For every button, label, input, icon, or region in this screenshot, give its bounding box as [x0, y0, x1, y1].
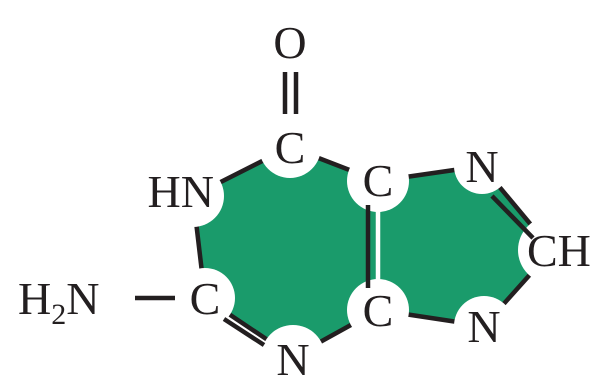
atom-hn: HN — [148, 166, 214, 217]
atom-h2n: H2N — [18, 273, 99, 331]
atom-ch: CH — [527, 225, 591, 276]
atom-n-bottom-right: N — [467, 301, 500, 352]
atom-c-fused-bottom: C — [363, 285, 394, 336]
ring-fill — [190, 144, 555, 360]
atom-n-top-right: N — [465, 141, 498, 192]
atom-c-carbonyl: C — [275, 122, 306, 173]
imidazole-double-bond-line — [490, 194, 535, 240]
pyrimidine-double-bond-line — [222, 317, 266, 347]
atom-h2n-subscript: 2 — [51, 298, 66, 331]
atom-c-fused-top: C — [363, 155, 394, 206]
atom-n-bottom: N — [276, 334, 309, 385]
atom-h2n-n: N — [66, 273, 99, 324]
atom-o-top: O — [273, 17, 306, 68]
atom-c-amino: C — [190, 273, 221, 324]
atom-h2n-h: H — [18, 273, 51, 324]
